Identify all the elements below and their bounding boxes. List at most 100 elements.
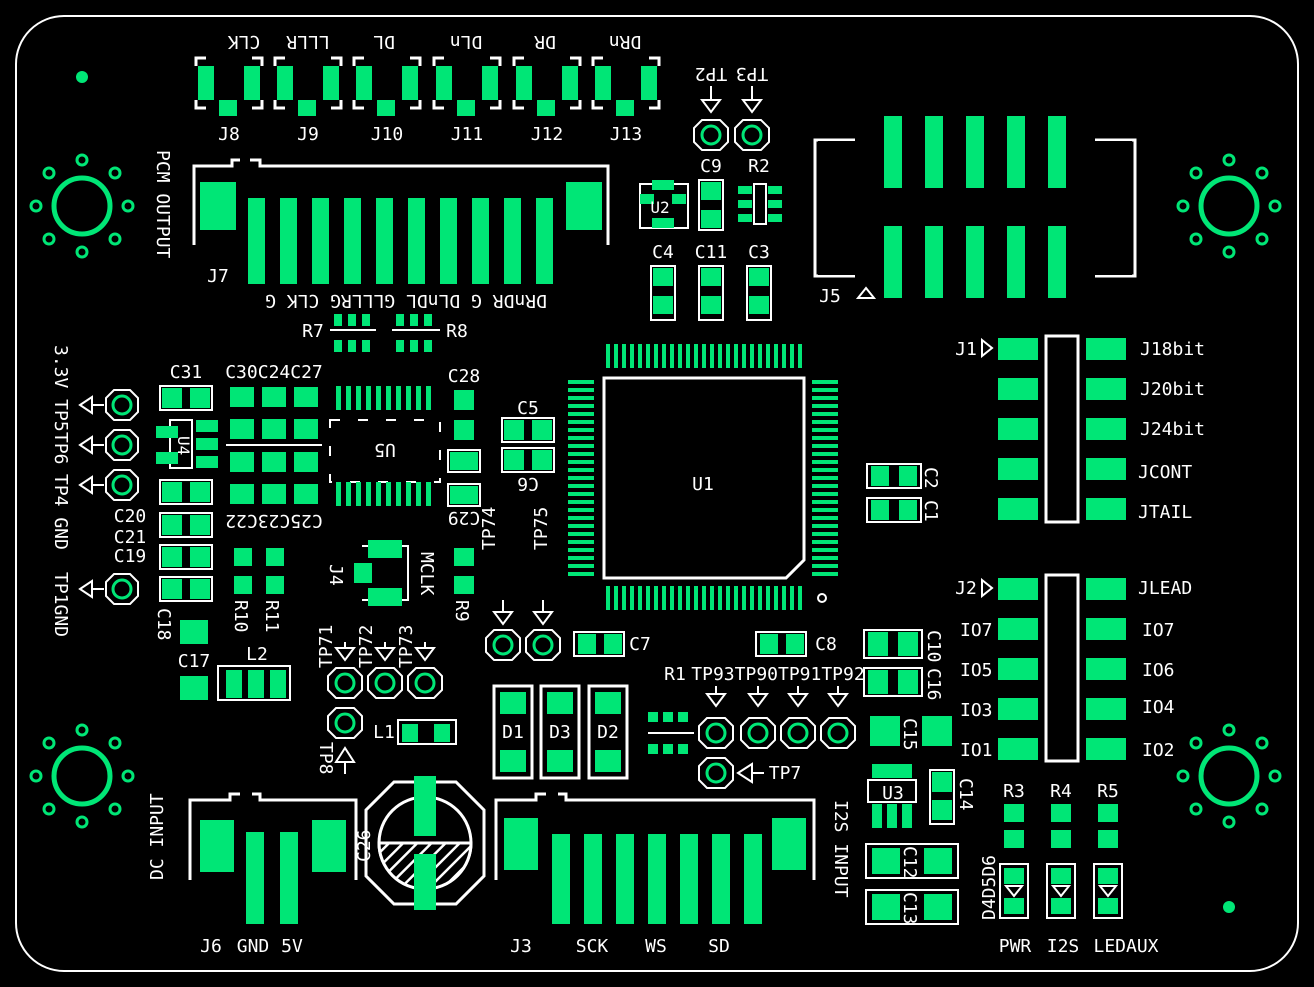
label-jcont: JCONT — [1138, 462, 1192, 483]
ic-u5: U5 — [329, 386, 441, 506]
ic-pin — [812, 532, 838, 536]
led-i2s — [1046, 863, 1076, 919]
svg-text:D1: D1 — [502, 722, 524, 743]
diode-d2: D2 — [587, 684, 629, 780]
capacitor — [746, 265, 772, 321]
arrow-icon — [532, 600, 554, 626]
ref-c11: C11 — [695, 242, 728, 263]
ref-r5: R5 — [1097, 781, 1119, 802]
ic-pin — [718, 586, 722, 610]
svg-text:U3: U3 — [882, 783, 904, 804]
capacitor — [501, 447, 555, 473]
ic-pin — [568, 516, 594, 520]
ref-c6: C6 — [517, 473, 539, 494]
ic-pin — [812, 388, 838, 392]
label-j20bit: J20bit — [1140, 379, 1205, 400]
connector-j7 — [192, 158, 610, 284]
capacitor — [159, 479, 213, 505]
ic-pin — [734, 586, 738, 610]
arrow-icon — [492, 600, 514, 626]
test-point — [780, 717, 816, 749]
label-pcm-output: PCM OUTPUT — [152, 150, 173, 259]
label-sck: SCK — [576, 936, 609, 957]
test-point-tp4 — [78, 469, 139, 501]
ic-pin — [568, 564, 594, 568]
resistor — [1098, 804, 1118, 848]
ref-r7: R7 — [302, 321, 324, 342]
ic-pin — [812, 412, 838, 416]
connector-j6 — [188, 792, 358, 924]
ic-pin — [568, 404, 594, 408]
ic-pin — [568, 396, 594, 400]
ref-c9: C9 — [700, 156, 722, 177]
capacitor — [698, 265, 724, 321]
fiducial — [1223, 901, 1235, 913]
ic-pin — [774, 586, 778, 610]
ref-c30c24c27: C30C24C27 — [225, 362, 323, 383]
ic-pin — [812, 500, 838, 504]
ref-tp72: TP72 — [356, 625, 377, 668]
label-ws: WS — [645, 936, 667, 957]
ic-pin — [710, 586, 714, 610]
label-sd: SD — [708, 936, 730, 957]
ic-pin — [606, 344, 610, 368]
resistor-array — [330, 314, 440, 352]
ref-j6: J6 — [200, 936, 222, 957]
label-io7-right: IO7 — [1142, 620, 1175, 641]
ref-tp6: TP6 — [50, 432, 71, 465]
ic-pin — [766, 344, 770, 368]
ref-r1: R1 — [664, 664, 686, 685]
capacitor-c15 — [870, 716, 952, 746]
ic-pin — [702, 344, 706, 368]
capacitor-c13 — [865, 889, 959, 925]
ref-c3: C3 — [748, 242, 770, 263]
capacitor — [501, 417, 555, 443]
ic-pin — [654, 586, 658, 610]
ref-j9: J9 — [297, 124, 319, 145]
ic-pin — [568, 572, 594, 576]
ref-j4: J4 — [325, 564, 346, 586]
jumper-label-dl: DL — [373, 31, 395, 52]
label-gnd: GND — [237, 936, 270, 957]
capacitor — [755, 631, 807, 657]
capacitor — [159, 576, 213, 602]
ic-u3: U3 — [867, 764, 917, 828]
ref-tp93-92: TP93TP90TP91TP92 — [691, 664, 864, 685]
arrow-icon — [334, 642, 356, 662]
ic-pin — [568, 508, 594, 512]
ic-pin — [718, 344, 722, 368]
ic-pin — [798, 344, 802, 368]
ic-pin — [790, 586, 794, 610]
ic-pin — [568, 540, 594, 544]
ic-pin — [622, 344, 626, 368]
ic-pin — [568, 468, 594, 472]
ic-pin — [646, 586, 650, 610]
label-j18bit: J18bit — [1140, 339, 1205, 360]
ic-pin — [568, 428, 594, 432]
label-ledaux: LEDAUX — [1093, 936, 1158, 957]
svg-text:U2: U2 — [650, 198, 669, 217]
ic-pin — [812, 452, 838, 456]
ic-pin — [678, 586, 682, 610]
ic-pin — [614, 344, 618, 368]
label-io2: IO2 — [1142, 740, 1175, 761]
test-point — [327, 667, 363, 699]
ic-pin — [686, 344, 690, 368]
ref-tp3: TP3 — [736, 63, 769, 84]
ic-pin — [686, 586, 690, 610]
ref-c4: C4 — [652, 242, 674, 263]
ic-pin — [798, 586, 802, 610]
resistor — [1004, 804, 1024, 848]
ref-tp71: TP71 — [316, 625, 337, 668]
ic-pin — [678, 344, 682, 368]
svg-text:D3: D3 — [549, 722, 571, 743]
resistor-array — [648, 712, 694, 754]
ic-pin — [812, 396, 838, 400]
ref-c25c23c22: C25C23C22 — [225, 510, 323, 531]
capacitor — [159, 512, 213, 538]
ref-c28: C28 — [448, 366, 481, 387]
ref-tp75: TP75 — [531, 507, 552, 550]
ic-pin — [662, 586, 666, 610]
capacitor — [454, 390, 474, 440]
ic-u1: U1 — [568, 344, 838, 610]
